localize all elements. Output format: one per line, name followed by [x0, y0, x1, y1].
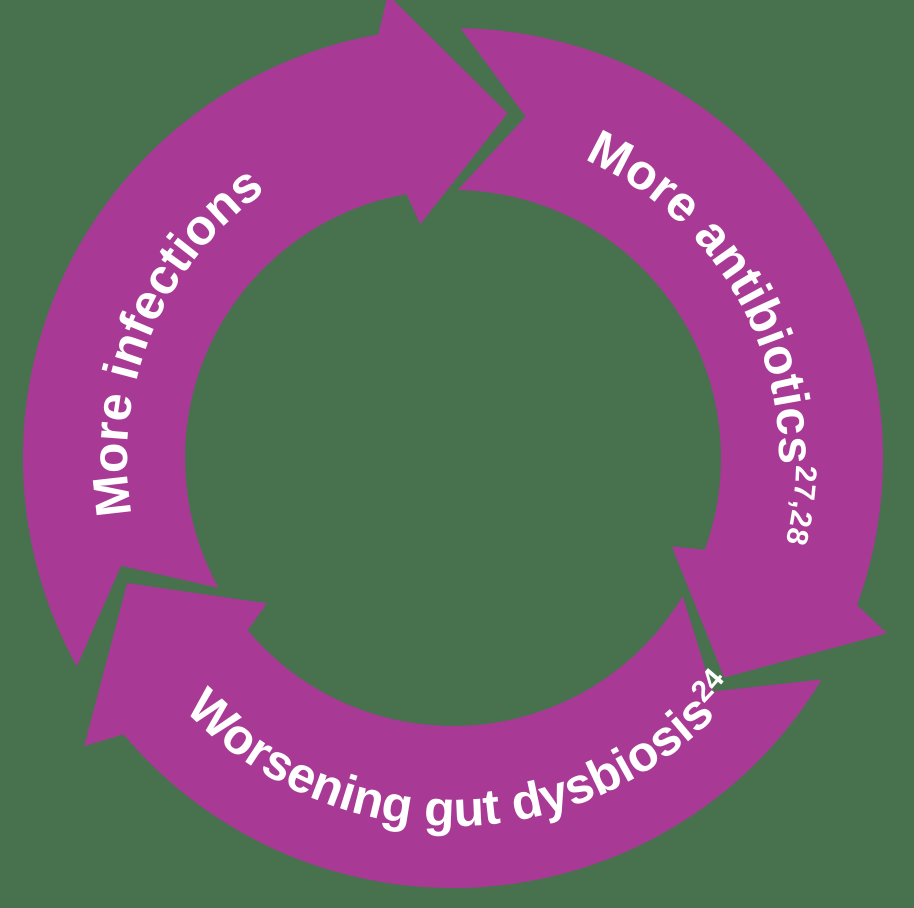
cycle-arrow-gut-dysbiosis	[84, 583, 822, 889]
cycle-arrow-more-infections	[22, 0, 508, 667]
cycle-arrow-more-antibiotics	[457, 28, 887, 678]
